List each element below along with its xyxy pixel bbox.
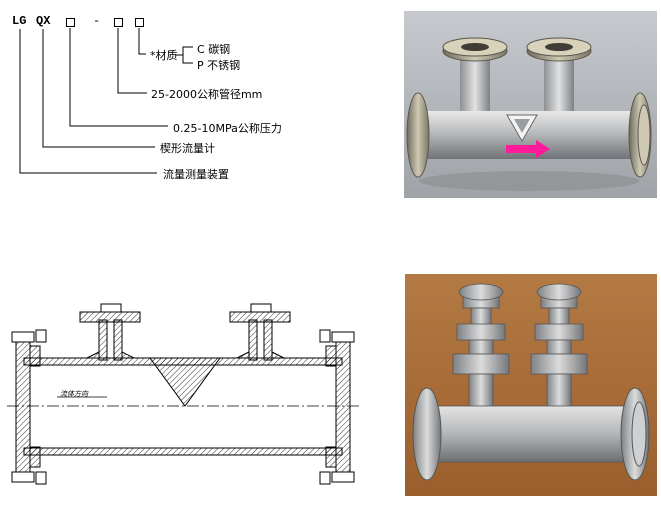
label-flowmeter: 楔形流量计 [160,142,215,155]
code-box-pressure [66,18,75,27]
photo-flowmeter-valves [405,274,657,496]
legend-leader-lines [19,28,193,174]
technical-drawing [7,303,362,485]
material-option-c: C 碳钢 [197,43,231,56]
label-diameter: 25-2000公称管径mm [151,88,263,101]
code-prefix-lg: LG [12,14,27,28]
code-dash: - [93,14,101,28]
label-pressure: 0.25-10MPa公称压力 [173,122,282,135]
flow-direction-label: 流体方向 [60,390,88,398]
code-box-material [135,18,144,27]
label-device: 流量测量装置 [163,168,229,181]
photo-flowmeter-top [404,11,657,198]
material-option-p: P 不锈钢 [197,59,241,72]
code-box-diameter [114,18,123,27]
code-prefix-qx: QX [36,14,51,28]
material-mark: *材质 [150,49,178,62]
